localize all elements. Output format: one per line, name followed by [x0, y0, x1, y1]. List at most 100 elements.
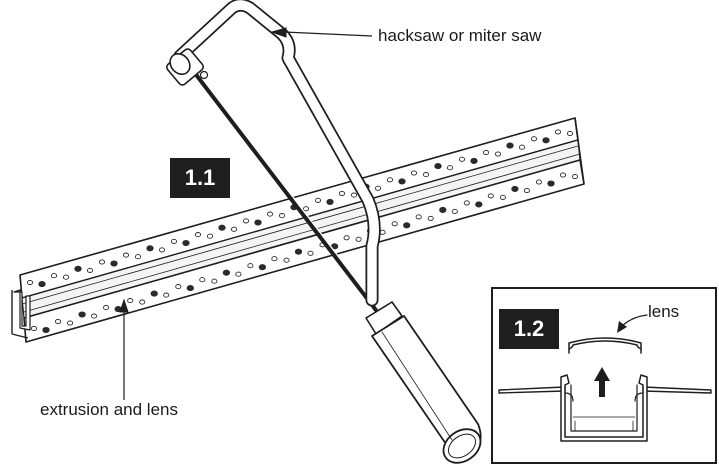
step-badge-inset: 1.2 — [499, 309, 559, 349]
mounting-hole — [463, 200, 470, 206]
mounting-hole — [127, 298, 134, 304]
mounting-hole — [446, 165, 454, 171]
mounting-hole — [314, 197, 322, 203]
mounting-hole — [62, 274, 70, 280]
lens-profile — [568, 337, 642, 350]
mounting-hole — [146, 245, 154, 252]
mounting-hole — [278, 213, 286, 219]
mounting-hole — [271, 256, 278, 262]
extrusion-end-profile — [13, 289, 31, 331]
step-badge-inset-label: 1.2 — [513, 316, 545, 341]
mounting-hole — [535, 179, 542, 185]
mounting-hole — [554, 129, 562, 135]
mounting-hole — [78, 311, 86, 318]
mounting-hole — [571, 173, 579, 180]
mounting-hole — [67, 320, 74, 326]
mounting-hole — [98, 259, 106, 265]
mounting-hole — [422, 172, 430, 178]
mounting-hole — [523, 187, 530, 194]
lens-callout: lens — [648, 302, 680, 321]
mounting-hole — [530, 136, 538, 142]
mounting-hole — [103, 305, 110, 311]
profile-section — [498, 314, 712, 442]
mounting-hole — [410, 170, 418, 176]
mounting-hole — [434, 163, 442, 170]
mounting-hole — [559, 172, 567, 178]
mounting-hole — [374, 185, 382, 191]
lens-leader — [620, 314, 648, 328]
mounting-hole — [386, 177, 394, 183]
mounting-holes — [26, 129, 579, 334]
mounting-hole — [415, 214, 422, 220]
mounting-hole — [283, 257, 290, 263]
mounting-hole — [355, 236, 362, 242]
mounting-hole — [38, 281, 46, 288]
saw-handle — [365, 301, 482, 464]
mounting-hole — [74, 265, 82, 272]
mounting-hole — [211, 278, 218, 284]
mounting-hole — [42, 326, 50, 334]
mounting-hole — [139, 299, 146, 305]
mounting-hole — [487, 193, 494, 199]
mounting-hole — [338, 190, 346, 197]
mounting-hole — [294, 248, 303, 255]
mounting-hole — [30, 325, 38, 332]
mounting-hole — [439, 206, 447, 213]
mounting-hole — [566, 130, 574, 137]
mounting-hole — [266, 211, 274, 217]
mounting-hole — [50, 273, 58, 279]
mounting-hole — [343, 235, 350, 241]
mounting-hole — [91, 313, 98, 319]
channel-left-flange — [498, 386, 566, 394]
mounting-hole — [350, 192, 358, 198]
mounting-hole — [86, 267, 94, 273]
saw-leader — [270, 27, 373, 38]
mounting-hole — [150, 290, 158, 297]
mounting-hole — [379, 229, 386, 235]
mounting-hole — [499, 194, 506, 200]
extrusion-leader — [119, 298, 129, 400]
mounting-hole — [547, 180, 555, 187]
step-badge-main-label: 1.1 — [184, 165, 216, 190]
mounting-hole — [482, 149, 490, 156]
hacksaw — [165, 0, 482, 464]
mounting-hole — [247, 263, 254, 269]
mounting-hole — [451, 208, 458, 214]
mounting-hole — [242, 218, 250, 224]
mounting-hole — [194, 232, 202, 238]
mounting-hole — [391, 221, 398, 227]
arrow-up-icon — [594, 367, 610, 397]
mounting-hole — [206, 233, 214, 239]
mounting-hole — [235, 271, 242, 277]
mounting-hole — [182, 239, 190, 247]
mounting-hole — [218, 224, 226, 231]
mounting-hole — [302, 206, 310, 212]
channel-body — [560, 374, 648, 442]
mounting-hole — [134, 254, 142, 260]
mounting-hole — [163, 292, 170, 298]
mounting-hole — [199, 277, 206, 283]
mounting-hole — [542, 137, 550, 144]
mounting-hole — [518, 144, 526, 150]
mounting-hole — [494, 151, 502, 157]
mounting-hole — [427, 215, 434, 221]
mounting-hole — [170, 238, 178, 244]
mounting-hole — [54, 318, 62, 325]
mounting-hole — [222, 269, 231, 276]
mounting-hole — [122, 252, 130, 258]
mounting-hole — [26, 279, 34, 286]
mounting-hole — [475, 201, 483, 208]
detail-inset: 1.2 lens — [491, 287, 717, 464]
mounting-hole — [506, 142, 514, 149]
mounting-hole — [175, 284, 182, 290]
step-badge-main: 1.1 — [170, 158, 230, 198]
mounting-hole — [398, 178, 406, 185]
mounting-hole — [326, 198, 334, 205]
mounting-hole — [307, 250, 314, 256]
saw-front-knob — [165, 48, 209, 86]
mounting-hole — [230, 226, 238, 232]
channel-right-flange — [642, 386, 712, 394]
extrusion-callout: extrusion and lens — [40, 400, 178, 419]
